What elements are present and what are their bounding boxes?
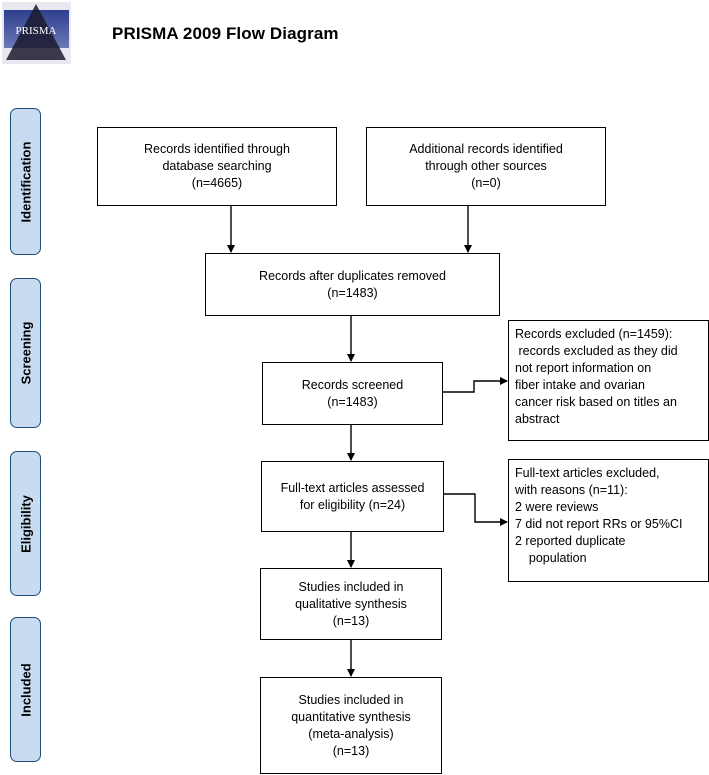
prisma-logo: PRISMA xyxy=(0,0,73,66)
box-records-excluded: Records excluded (n=1459): records exclu… xyxy=(508,320,709,441)
phase-eligibility: Eligibility xyxy=(10,451,41,596)
box-text-line: qualitative synthesis xyxy=(295,596,407,611)
arrow-screened-to-excluded xyxy=(443,377,508,393)
box-text-line: quantitative synthesis xyxy=(291,709,411,724)
box-text-line: 7 did not report RRs or 95%CI xyxy=(515,517,683,531)
box-text-line: Records after duplicates removed xyxy=(259,268,446,283)
box-text-line: not report information on xyxy=(515,361,652,375)
box-qualitative-synthesis: Studies included in qualitative synthesi… xyxy=(260,568,442,640)
box-text-line: (meta-analysis) xyxy=(308,726,394,741)
box-text-line: population xyxy=(515,551,587,565)
box-text-line: Studies included in xyxy=(298,692,404,707)
box-text-line: Records screened xyxy=(301,377,404,392)
box-text-line: Studies included in xyxy=(298,579,404,594)
box-text-line: fiber intake and ovarian xyxy=(515,378,645,392)
phase-identification: Identification xyxy=(10,108,41,255)
arrow-fulltext-to-excluded xyxy=(444,493,508,526)
box-records-screened: Records screened (n=1483) xyxy=(262,362,443,425)
logo-text: PRISMA xyxy=(16,25,57,37)
box-text-line: (n=13) xyxy=(332,613,370,628)
box-text-line: (n=4665) xyxy=(191,176,243,190)
box-text-line: cancer risk based on titles an xyxy=(515,395,677,409)
box-text-line: through other sources xyxy=(425,159,547,173)
box-text-line: 2 reported duplicate xyxy=(515,534,626,548)
box-text-line: for eligibility (n=24) xyxy=(299,497,406,512)
box-other-sources: Additional records identified through ot… xyxy=(366,127,606,206)
phase-included: Included xyxy=(10,617,41,762)
box-text-line: abstract xyxy=(515,412,560,426)
box-text-line: with reasons (n=11): xyxy=(515,483,628,497)
box-fulltext-excluded: Full-text articles excluded, with reason… xyxy=(508,459,709,582)
box-text-line: (n=13) xyxy=(332,743,370,758)
box-text-line: records excluded as they did xyxy=(515,344,678,358)
page-title: PRISMA 2009 Flow Diagram xyxy=(112,24,339,43)
box-text-line: Records identified through xyxy=(144,142,290,156)
box-text-line: (n=1483) xyxy=(327,394,378,409)
box-text-line: Full-text articles assessed xyxy=(280,480,425,495)
box-fulltext-assessed: Full-text articles assessed for eligibil… xyxy=(261,461,444,532)
box-text-line: 2 were reviews xyxy=(515,500,599,514)
box-text-line: Records excluded (n=1459): xyxy=(515,327,673,341)
phase-screening: Screening xyxy=(10,278,41,428)
box-text-line: (n=1483) xyxy=(327,285,378,300)
box-database-search: Records identified through database sear… xyxy=(97,127,337,206)
box-text-line: database searching xyxy=(162,159,272,173)
box-text-line: Additional records identified xyxy=(409,142,563,156)
box-quantitative-synthesis: Studies included in quantitative synthes… xyxy=(260,677,442,774)
box-text-line: Full-text articles excluded, xyxy=(515,466,660,480)
box-text-line: (n=0) xyxy=(471,176,501,190)
box-after-duplicates: Records after duplicates removed (n=1483… xyxy=(205,253,500,316)
